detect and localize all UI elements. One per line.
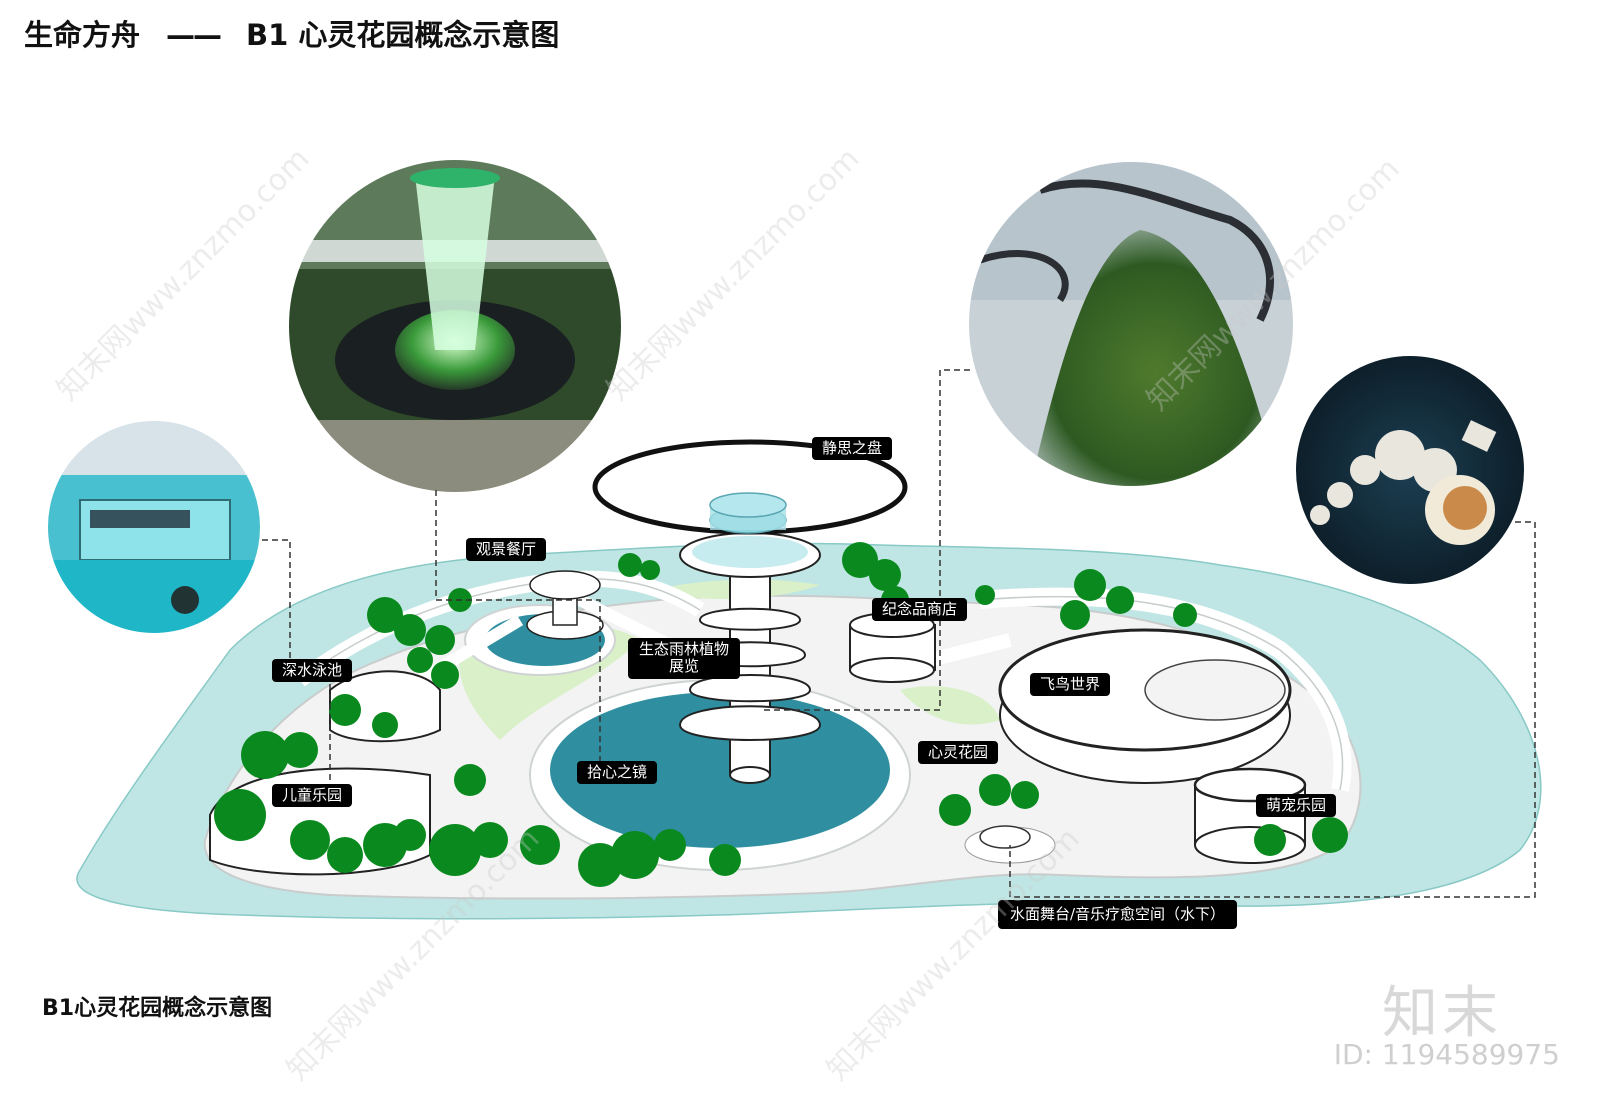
- photo-floating-platforms: [1295, 355, 1525, 585]
- title-separator: ——: [166, 18, 222, 52]
- photo-cloud-forest: [968, 161, 1294, 487]
- label-meditation-disc: 静思之盘: [812, 437, 893, 461]
- label-souvenir-shop: 纪念品商店: [872, 598, 968, 622]
- label-mirror: 拾心之镜: [577, 761, 658, 785]
- project-name: 生命方舟: [24, 18, 141, 52]
- footer-caption: B1心灵花园概念示意图: [42, 996, 273, 1021]
- label-bird-world: 飞鸟世界: [1030, 673, 1111, 697]
- photo-deep-pool: [47, 420, 261, 634]
- label-water-stage: 水面舞台/音乐疗愈空间（水下）: [998, 900, 1238, 930]
- watermark-id: ID: 1194589975: [1333, 1038, 1560, 1071]
- label-soul-garden: 心灵花园: [918, 741, 999, 765]
- label-kids-park: 儿童乐园: [272, 784, 353, 808]
- page-title: 生命方舟 —— B1 心灵花园概念示意图: [24, 12, 559, 54]
- label-rainforest-expo: 生态雨林植物展览: [628, 638, 740, 679]
- watermark-logo: 知末: [1382, 981, 1502, 1046]
- diagram-title: B1 心灵花园概念示意图: [246, 18, 560, 52]
- label-deep-pool: 深水泳池: [272, 659, 353, 683]
- trees: [214, 542, 1348, 887]
- label-pet-park: 萌宠乐园: [1256, 794, 1337, 818]
- label-view-restaurant: 观景餐厅: [466, 538, 547, 562]
- photo-rain-vortex: [288, 159, 622, 493]
